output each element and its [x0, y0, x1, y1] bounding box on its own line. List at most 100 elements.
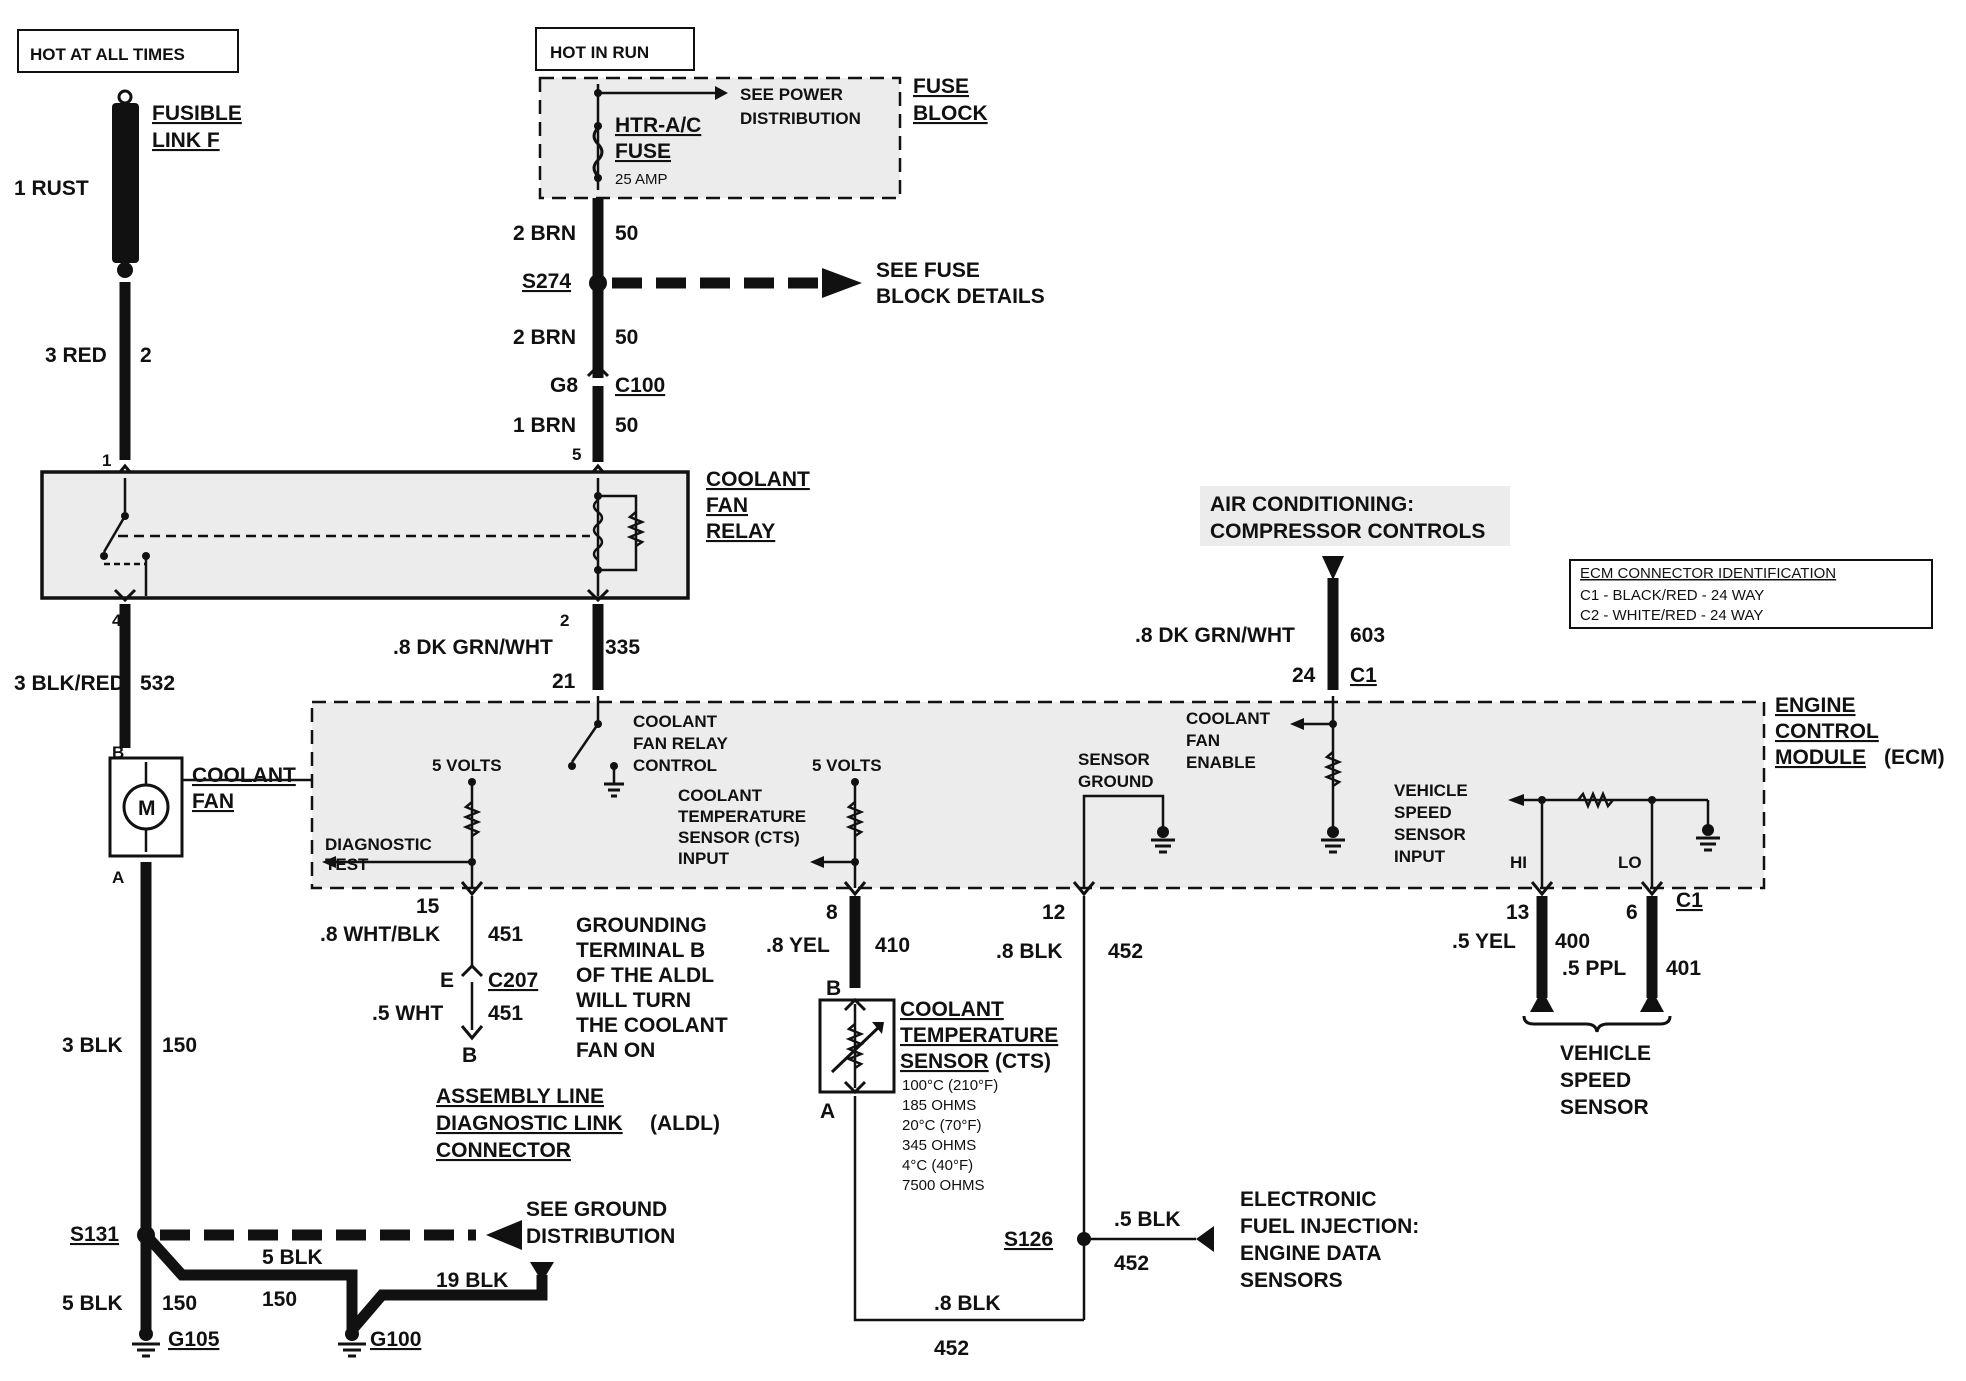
- connector-c100-icon: [586, 363, 610, 378]
- efi-label-2: FUEL INJECTION:: [1240, 1215, 1419, 1238]
- see-power-label-2: DISTRIBUTION: [740, 109, 861, 128]
- ac-arrow-icon: [1322, 556, 1344, 580]
- ecm-cts-resistor-icon: [845, 801, 865, 838]
- ecm-vss-label-2: SPEED: [1394, 803, 1452, 822]
- ecm-vss-ground-node: [1702, 824, 1714, 836]
- fusible-link-title-1: FUSIBLE: [152, 102, 242, 125]
- fusible-link-wire-label: 1 RUST: [14, 177, 89, 200]
- aldl-note-4: WILL TURN: [576, 989, 691, 1012]
- ecm-relay-ctrl-label-1: COOLANT: [633, 712, 718, 731]
- ecm-connector-id-c2: C2 - WHITE/RED - 24 WAY: [1580, 607, 1763, 624]
- cts-temp-1: 100°C (210°F): [902, 1077, 998, 1094]
- ecm-relay-ctrl-node-2: [568, 762, 576, 770]
- ecm-5-volts-a: 5 VOLTS: [432, 756, 502, 775]
- ecm-c1-label-top: C1: [1350, 664, 1377, 687]
- relay-resistor-icon: [626, 511, 646, 548]
- wire-335-circuit: 335: [605, 636, 640, 659]
- aldl-c207: C207: [488, 969, 538, 992]
- cts-ohms-3: 7500 OHMS: [902, 1177, 985, 1194]
- efi-arrow-icon: [1196, 1226, 1214, 1252]
- vss-bracket: [1522, 1015, 1672, 1033]
- fan-motor-label: M: [138, 797, 156, 820]
- fan-title-2: FAN: [192, 790, 234, 813]
- relay-coil-icon: [592, 499, 604, 561]
- efi-label-1: ELECTRONIC: [1240, 1188, 1377, 1211]
- fan-title-1: COOLANT: [192, 764, 296, 787]
- splice-s274-label: S274: [522, 270, 571, 293]
- see-fuse-label-2: BLOCK DETAILS: [876, 285, 1045, 308]
- relay-pin-2: 2: [560, 611, 569, 630]
- relay-terminal-4-icon: [113, 588, 137, 603]
- hot-in-run-box: [535, 27, 695, 71]
- splice-s126-icon: [1077, 1232, 1091, 1246]
- wire-532-circuit: 532: [140, 672, 175, 695]
- ground-3blk-circuit: 150: [162, 1034, 197, 1057]
- ground-3blk-size: 3 BLK: [62, 1034, 123, 1057]
- aldl-w2-size: .5 WHT: [372, 1002, 443, 1025]
- ecm-pin-8-icon: [843, 881, 867, 897]
- ecm-vss-resistor-icon: [1577, 790, 1614, 810]
- relay-coil-node-2: [594, 566, 602, 574]
- fuse-node-icon: [594, 89, 602, 97]
- hot-in-run-label: HOT IN RUN: [550, 43, 649, 62]
- relay-coil-node-1: [594, 492, 602, 500]
- ecm-fan-enable-3: ENABLE: [1186, 753, 1256, 772]
- relay-pin-4: 4: [112, 611, 122, 630]
- cts-title-1: COOLANT: [900, 998, 1004, 1021]
- ecm-sensor-ground-icon: [1151, 838, 1175, 854]
- aldl-note-1: GROUNDING: [576, 914, 707, 937]
- ecm-diag-label-2: TEST: [325, 855, 369, 874]
- fuse-name-2: FUSE: [615, 140, 671, 163]
- ecm-cts-label-2: TEMPERATURE: [678, 807, 806, 826]
- ecm-pin-13: 13: [1506, 901, 1529, 924]
- ecm-pin-13-icon: [1530, 881, 1554, 897]
- connector-c207-icon: [460, 963, 484, 978]
- ecm-title-1: ENGINE: [1775, 694, 1856, 717]
- ecm-title-4: (ECM): [1884, 746, 1945, 769]
- vss-yel-size: .5 YEL: [1452, 930, 1516, 953]
- wire-red-circuit: 2: [140, 344, 152, 367]
- ground-blk-circuit: 452: [1108, 940, 1143, 963]
- ecm-diag-arrow-icon: [322, 856, 336, 868]
- aldl-pin-b: B: [462, 1044, 477, 1067]
- wire-brn1-size: 2 BRN: [513, 222, 576, 245]
- aldl-title-2b: (ALDL): [650, 1112, 720, 1135]
- ground-blk-size: .8 BLK: [996, 940, 1063, 963]
- ground-5blk-b-size: 5 BLK: [262, 1246, 323, 1269]
- ecm-vss-ground-icon: [1696, 836, 1720, 852]
- hot-at-all-times-label: HOT AT ALL TIMES: [30, 45, 185, 64]
- vss-ppl-circuit: 401: [1666, 957, 1701, 980]
- splice-s131-label: S131: [70, 1223, 119, 1246]
- fuse-name-1: HTR-A/C: [615, 114, 701, 137]
- ecm-cts-label-3: SENSOR (CTS): [678, 828, 800, 847]
- ecm-title-3: MODULE: [1775, 746, 1866, 769]
- relay-switch-node-2: [100, 552, 108, 560]
- ecm-connector-id-c1: C1 - BLACK/RED - 24 WAY: [1580, 587, 1764, 604]
- ecm-vss-label-4: INPUT: [1394, 847, 1446, 866]
- see-fuse-label-1: SEE FUSE: [876, 259, 980, 282]
- see-ground-label-2: DISTRIBUTION: [526, 1225, 675, 1248]
- relay-title-2: FAN: [706, 494, 748, 517]
- cts-thermistor-icon: [845, 1023, 865, 1070]
- ecm-fan-enable-2: FAN: [1186, 731, 1220, 750]
- ecm-vss-label-1: VEHICLE: [1394, 781, 1468, 800]
- vss-title-2: SPEED: [1560, 1069, 1631, 1092]
- relay-pin-1: 1: [102, 451, 111, 470]
- ecm-fan-enable-resistor-icon: [1323, 751, 1343, 788]
- ecm-connector-id-box: [1569, 559, 1933, 629]
- cts-temp-2: 20°C (70°F): [902, 1117, 982, 1134]
- g105-node-icon: [139, 1327, 153, 1341]
- ecm-vss-lo: LO: [1618, 853, 1642, 872]
- relay-terminal-2-icon: [586, 588, 610, 603]
- fuse-amp: 25 AMP: [615, 171, 668, 188]
- ecm-pin-8: 8: [826, 901, 838, 924]
- aldl-terminal-b-icon: [460, 1025, 484, 1041]
- ecm-relay-ground-icon: [604, 782, 624, 798]
- connector-c100-pin: G8: [550, 374, 578, 397]
- aldl-w1-size: .8 WHT/BLK: [320, 923, 440, 946]
- relay-diode-loop: [598, 494, 638, 572]
- ecm-pin-12-icon: [1072, 881, 1096, 897]
- see-fuse-arrow-icon: [822, 268, 862, 298]
